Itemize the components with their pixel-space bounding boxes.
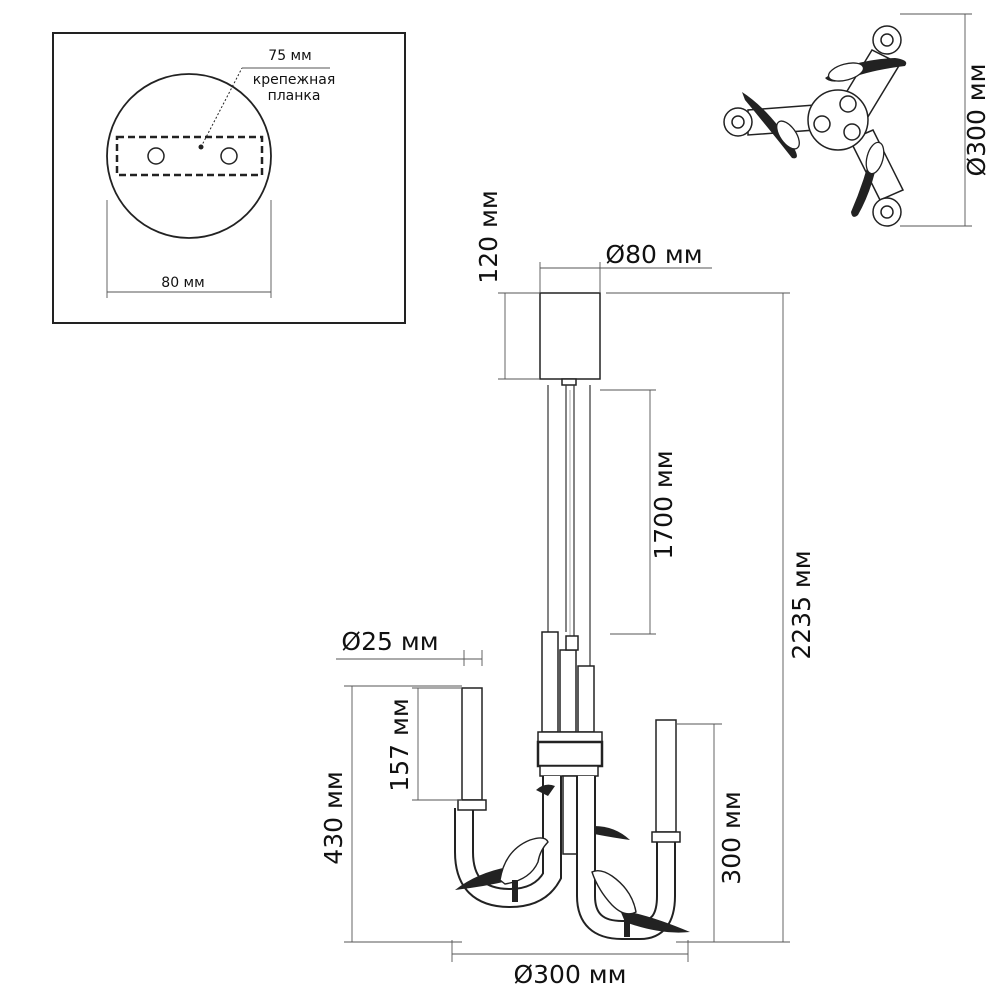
- mounting-bar: [115, 135, 264, 177]
- top-bird-lower: [851, 141, 885, 217]
- mount-leader: [200, 67, 243, 148]
- canopy-plate: [106, 73, 272, 239]
- canopy: [539, 292, 601, 380]
- tube-diameter-label: Ø25 мм: [341, 627, 438, 656]
- hub-collar-top: [537, 731, 603, 743]
- mount-width-label: 75 мм: [268, 48, 311, 64]
- rod-1: [541, 631, 559, 733]
- hub-collar: [536, 740, 604, 768]
- bottom-diameter-label: Ø300 мм: [513, 960, 626, 989]
- mount-bar-label-line2: планка: [268, 88, 321, 104]
- bird-center: [536, 784, 630, 840]
- shade-right: [655, 719, 677, 833]
- screw-hole-left: [147, 147, 165, 165]
- center-rod: [562, 775, 578, 855]
- canopy-inset: 75 мм крепежная планка 80 мм: [52, 32, 406, 324]
- side-view: 120 мм Ø80 мм 1700 мм 2235 мм Ø25 мм 157…: [319, 190, 816, 989]
- canopy-width-label: 80 мм: [161, 275, 204, 291]
- canopy-height-label: 120 мм: [474, 190, 503, 283]
- shade-left: [461, 687, 483, 801]
- top-view-diameter-label: Ø300 мм: [962, 63, 991, 176]
- bird-left: [455, 837, 549, 902]
- screw-hole-right: [220, 147, 238, 165]
- top-view: Ø300 мм: [723, 13, 991, 227]
- lower-height-label: 300 мм: [717, 791, 746, 884]
- top-bird-upper: [825, 58, 907, 82]
- canopy-diameter-label: Ø80 мм: [605, 240, 702, 269]
- bird-right: [591, 869, 690, 937]
- total-height-label: 2235 мм: [787, 550, 816, 659]
- top-bird-left: [742, 92, 800, 159]
- mount-bar-label-line1: крепежная: [253, 72, 336, 88]
- rod-3: [577, 665, 595, 733]
- rod-2: [559, 649, 577, 733]
- arm-height-label: 430 мм: [319, 771, 348, 864]
- cable-length-label: 1700 мм: [649, 450, 678, 559]
- shade-length-label: 157 мм: [385, 698, 414, 791]
